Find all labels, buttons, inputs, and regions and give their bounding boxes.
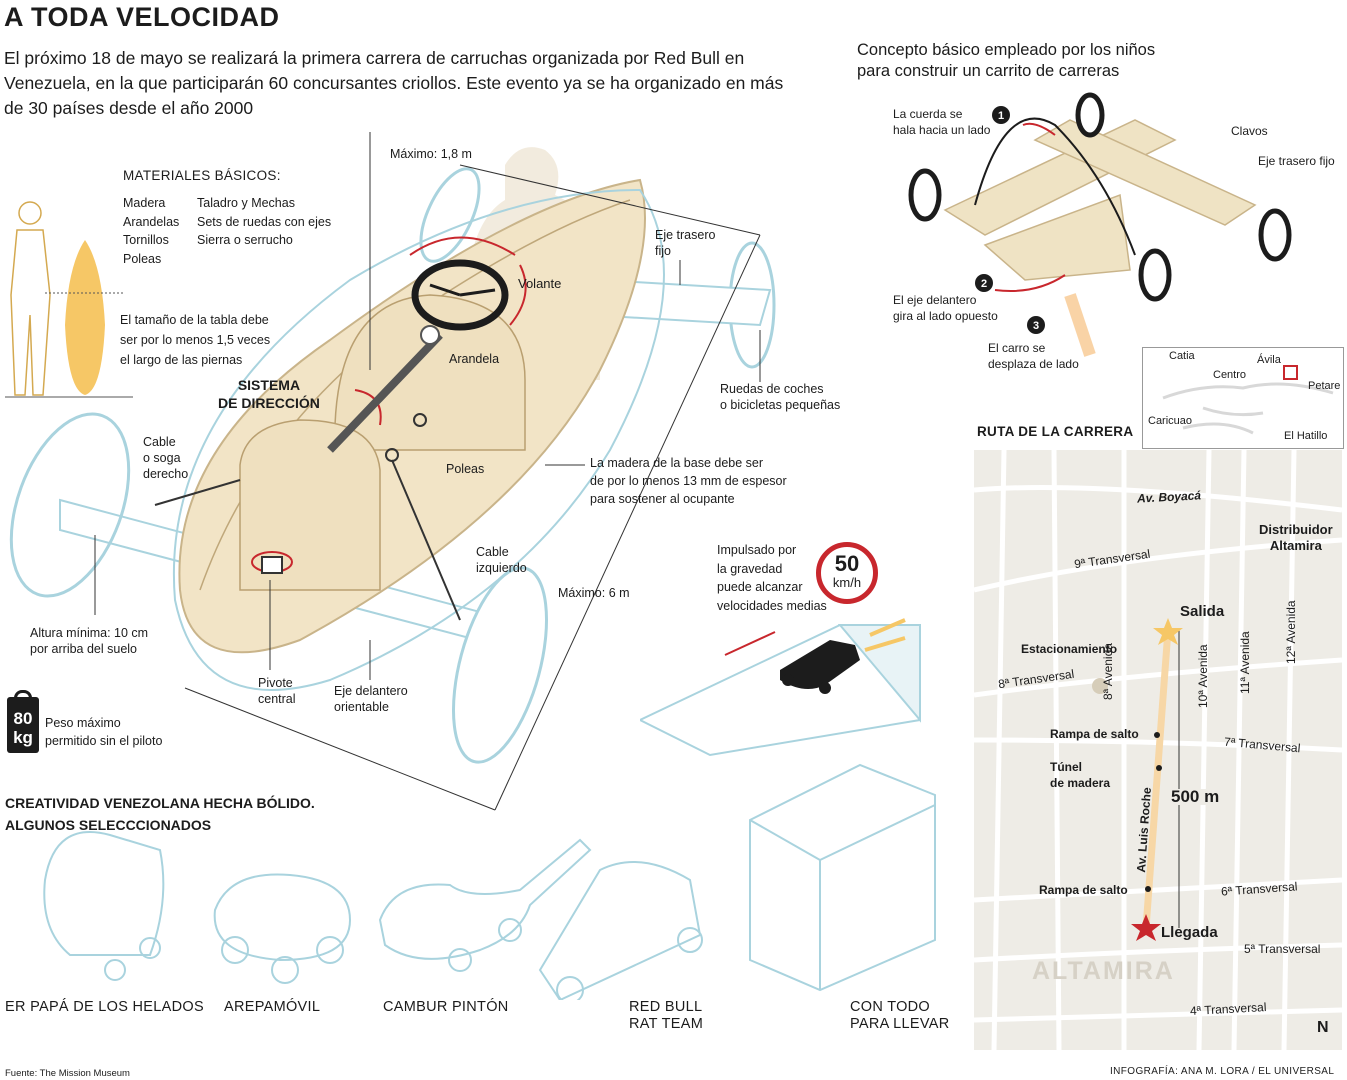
rear-axle-fixed-label: Eje trasero fijo: [1258, 154, 1335, 168]
rear-axle-label: Eje trasero fijo: [655, 228, 716, 258]
steering-system-label: SISTEMA DE DIRECCIÓN: [218, 377, 320, 411]
min-height-label: Altura mínima: 10 cm por arriba del suel…: [30, 626, 149, 656]
gravity-note: Impulsado por la gravedad puede alcanzar…: [717, 543, 827, 613]
route-map: Av. Boyacá 9ª Transversal 8ª Transversal…: [974, 450, 1342, 1050]
materials-list-2: Taladro y Mechas Sets de ruedas con ejes…: [197, 194, 331, 250]
step-2-label: El eje delantero gira al lado opuesto: [893, 293, 998, 323]
materials-list-1: Madera Arandelas Tornillos Poleas: [123, 194, 179, 268]
street-11-avenida: 11ª Avenida: [1238, 631, 1252, 694]
weight-icon: 80 kg: [7, 697, 39, 753]
place-catia: Catia: [1169, 350, 1195, 362]
pivot-label: Pivote central: [258, 676, 296, 706]
max-height-label: Máximo: 1,8 m: [390, 147, 472, 161]
pulleys-label: Poleas: [446, 462, 485, 476]
board-size-note: El tamaño de la tabla debe ser por lo me…: [120, 313, 271, 367]
street-10-avenida: 10ª Avenida: [1196, 644, 1210, 708]
nails-label: Clavos: [1231, 124, 1268, 138]
material-item: Arandelas: [123, 214, 180, 229]
route-title: RUTA DE LA CARRERA: [977, 424, 1134, 439]
material-item: Poleas: [123, 251, 162, 266]
place-el-hatillo: El Hatillo: [1284, 430, 1328, 442]
place-rampa-salto-1: Rampa de salto: [1050, 727, 1139, 741]
soapbox-cart-diagram: [9, 132, 776, 811]
materials-title: MATERIALES BÁSICOS:: [123, 168, 281, 183]
material-item: Sets de ruedas con ejes: [197, 214, 332, 229]
concept-cart-illustration: [908, 92, 1292, 357]
route-finish-label: Llegada: [1161, 924, 1218, 941]
step-3-label: El carro se desplaza de lado: [988, 341, 1079, 371]
locator-map: Catia Ávila Centro Petare Caricuao El Ha…: [1142, 347, 1344, 449]
right-cable-label: Cable o soga derecho: [143, 435, 189, 481]
place-petare: Petare: [1308, 380, 1341, 392]
material-item: Tornillos: [123, 233, 169, 247]
speed-value: 50: [834, 551, 860, 576]
material-item: Madera: [123, 196, 166, 210]
cart-name-3: CAMBUR PINTÓN: [383, 999, 509, 1015]
cart-name-4: RED BULL RAT TEAM: [629, 999, 704, 1032]
material-item: Sierra o serrucho: [197, 233, 293, 247]
street-5-transversal: 5ª Transversal: [1244, 942, 1321, 956]
step-1-label: La cuerda se hala hacia un lado: [893, 107, 991, 137]
place-distribuidor-altamira: Distribuidor Altamira: [1259, 522, 1333, 553]
material-item: Taladro y Mechas: [197, 196, 295, 210]
route-start-label: Salida: [1180, 603, 1225, 620]
speed-unit: km/h: [832, 575, 862, 590]
step-3-number: 3: [1033, 320, 1040, 332]
step-1-number: 1: [998, 110, 1005, 122]
max-length-label: Máximo: 6 m: [558, 586, 630, 600]
gallery-illustrations: [43, 763, 936, 1000]
cart-name-1: ER PAPÁ DE LOS HELADOS: [5, 999, 204, 1015]
wheels-label: Ruedas de coches o bicicletas pequeñas: [720, 382, 841, 412]
concept-title: Concepto básico empleado por los niños p…: [857, 41, 1156, 80]
person-scale-illustration: [5, 201, 133, 398]
source-note: Fuente: The Mission Museum: [5, 1068, 130, 1079]
north-arrow: N: [1317, 1019, 1329, 1036]
weight-handle-icon: [14, 690, 32, 699]
cart-name-2: AREPAMÓVIL: [224, 999, 321, 1015]
speed-limit-sign: 50 km/h: [816, 542, 878, 604]
intro-paragraph: El próximo 18 de mayo se realizará la pr…: [4, 48, 784, 118]
ramp-illustration: [640, 618, 921, 757]
front-axle-label: Eje delantero orientable: [334, 684, 408, 714]
place-estacionamiento: Estacionamiento: [1021, 642, 1118, 656]
credit-note: INFOGRAFÍA: ANA M. LORA / EL UNIVERSAL: [1110, 1066, 1335, 1077]
step-2-number: 2: [981, 278, 988, 290]
place-caricuao: Caricuao: [1148, 415, 1193, 427]
locator-highlight: [1283, 365, 1298, 380]
page-title: A TODA VELOCIDAD: [4, 2, 280, 32]
place-tunel-madera: Túnel de madera: [1050, 760, 1111, 790]
left-cable-label: Cable izquierdo: [476, 545, 527, 575]
street-12-avenida: 12ª Avenida: [1284, 600, 1298, 664]
place-rampa-salto-2: Rampa de salto: [1039, 883, 1128, 897]
base-thickness-note: La madera de la base debe ser de por lo …: [590, 456, 787, 506]
route-distance: 500 m: [1171, 787, 1220, 806]
district-altamira: ALTAMIRA: [1032, 957, 1175, 985]
washer-label: Arandela: [449, 352, 500, 366]
steering-wheel-label: Volante: [518, 276, 562, 291]
max-weight-label: Peso máximo permitido sin el piloto: [45, 716, 163, 748]
place-centro: Centro: [1213, 369, 1247, 381]
gallery-title: CREATIVIDAD VENEZOLANA HECHA BÓLIDO. ALG…: [5, 795, 315, 833]
place-avila: Ávila: [1257, 354, 1281, 366]
cart-name-5: CON TODO PARA LLEVAR: [850, 999, 950, 1032]
